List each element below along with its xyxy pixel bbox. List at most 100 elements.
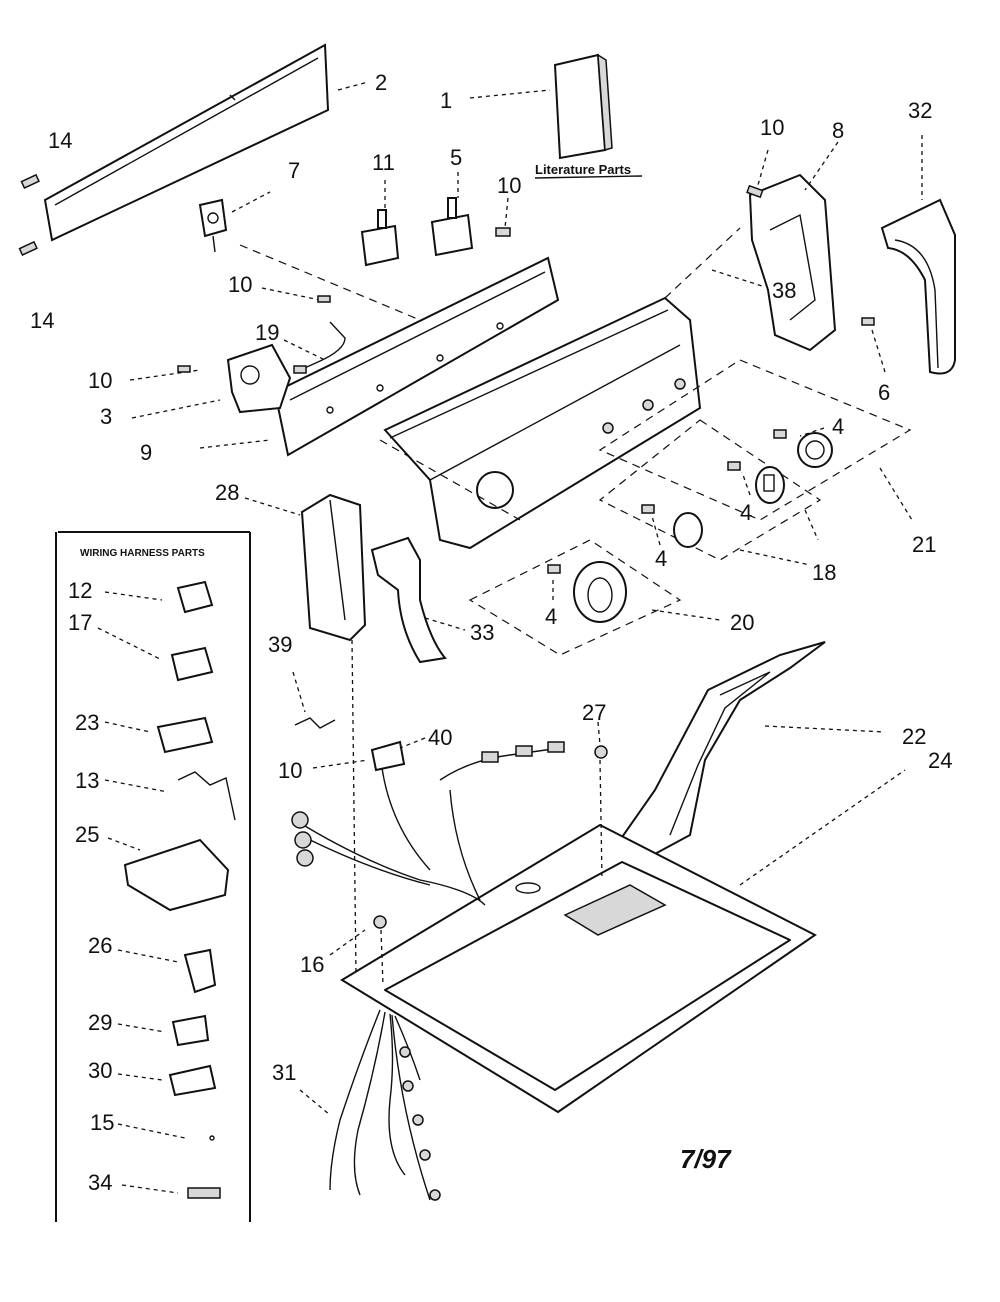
date-code: 7/97: [680, 1144, 732, 1174]
screw-part-6: [861, 317, 875, 326]
callout-3: 3: [100, 404, 112, 429]
harness-item-15: [117, 1123, 215, 1141]
callout-39: 39: [268, 632, 292, 657]
callout-7: 7: [288, 158, 300, 183]
callout-13: 13: [75, 768, 99, 793]
harness-item-30: [117, 1064, 217, 1097]
harness-item-23: [104, 716, 214, 754]
callout-9: 9: [140, 440, 152, 465]
timer-part-3: [226, 343, 292, 414]
callout-1: 1: [440, 88, 452, 113]
callout-18: 18: [812, 560, 836, 585]
screw-part-16: [373, 915, 387, 986]
callout-23: 23: [75, 710, 99, 735]
harness-item-13: [104, 771, 236, 821]
callout-20: 20: [730, 610, 754, 635]
literature-underline: [534, 175, 643, 179]
callout-28: 28: [215, 480, 239, 505]
callout-22: 22: [902, 724, 926, 749]
leader-20: [651, 609, 721, 621]
control-bracket-part-9: [273, 256, 560, 457]
callout-10e: 10: [278, 758, 302, 783]
clip-part-19: [293, 321, 346, 374]
leader-24: [739, 769, 906, 886]
callout-11: 11: [372, 150, 395, 175]
screw-part-10-left: [177, 365, 191, 373]
callout-29: 29: [88, 1010, 112, 1035]
knob-part-18: [755, 466, 785, 504]
pin-part-27: [594, 745, 608, 881]
harness-item-17: [97, 627, 214, 682]
callout-19: 19: [255, 320, 279, 345]
callout-31: 31: [272, 1060, 296, 1085]
callout-33: 33: [470, 620, 494, 645]
control-console-part-38: [383, 296, 702, 550]
callout-25: 25: [75, 822, 99, 847]
callout-38: 38: [772, 278, 796, 303]
leader-33: [424, 617, 466, 631]
callout-24: 24: [928, 748, 952, 773]
callout-14a: 14: [48, 128, 72, 153]
harness-item-25: [107, 837, 230, 912]
side-panel-part-28: [300, 493, 367, 642]
leader-1: [469, 89, 551, 99]
harness-item-26: [117, 948, 217, 994]
leader-2: [337, 81, 369, 91]
switch-part-5: [430, 197, 474, 257]
leader-18: [739, 549, 811, 566]
alignment-lines: [239, 227, 912, 656]
clip-part-4a: [773, 429, 787, 439]
knob-part-21: [797, 432, 833, 468]
callout-30: 30: [88, 1058, 112, 1083]
callout-32: 32: [908, 98, 932, 123]
leaders-4: [552, 427, 825, 600]
leader-18b: [804, 509, 819, 541]
callout-27: 27: [582, 700, 606, 725]
hinge-bracket-part-8: [748, 173, 837, 352]
switch-part-11: [360, 209, 400, 267]
harness-item-12: [104, 580, 214, 614]
wiring-harness-part-31: [329, 1009, 441, 1201]
upper-harness: [291, 741, 565, 906]
leader-7: [231, 191, 271, 213]
leader-10-right: [757, 149, 769, 186]
clip-part-39: [294, 717, 336, 729]
leader-31: [299, 1089, 331, 1116]
knob-part-18b: [673, 512, 703, 548]
exhaust-duct-part-22: [618, 641, 826, 864]
clip-part-4b: [727, 461, 741, 471]
leader-38: [711, 269, 763, 287]
callout-10c: 10: [228, 272, 252, 297]
leader-3: [131, 399, 221, 419]
callout-17: 17: [68, 610, 92, 635]
literature-booklet-part-1: [553, 53, 613, 160]
callout-16: 16: [300, 952, 324, 977]
callout-5: 5: [450, 145, 462, 170]
end-cap-part-32: [880, 198, 956, 375]
top-panel-part-24: [340, 823, 817, 1114]
callout-2: 2: [375, 70, 387, 95]
screw-part-14-bottom: [18, 240, 38, 257]
callout-12: 12: [68, 578, 92, 603]
leader-10-mid: [261, 287, 321, 301]
bracket-part-7: [198, 198, 228, 253]
bracket-part-40: [370, 740, 406, 772]
leader-8: [804, 141, 839, 191]
leader-10-low: [312, 759, 369, 769]
vertical-guide-line: [351, 639, 357, 976]
leader-22: [764, 725, 886, 733]
callout-4d: 4: [545, 604, 557, 629]
screw-part-10-mid: [317, 295, 331, 303]
screw-part-10-top: [495, 227, 511, 237]
leader-10-top: [504, 197, 509, 229]
leader-16: [329, 929, 366, 956]
leader-39: [292, 671, 306, 713]
literature-parts-label: Literature Parts: [535, 162, 631, 177]
screw-part-10-right: [746, 184, 764, 199]
harness-box-title: WIRING HARNESS PARTS: [80, 548, 205, 559]
callout-8: 8: [832, 118, 844, 143]
callout-34: 34: [88, 1170, 112, 1195]
callout-40: 40: [428, 725, 452, 750]
leader-27: [597, 721, 601, 746]
